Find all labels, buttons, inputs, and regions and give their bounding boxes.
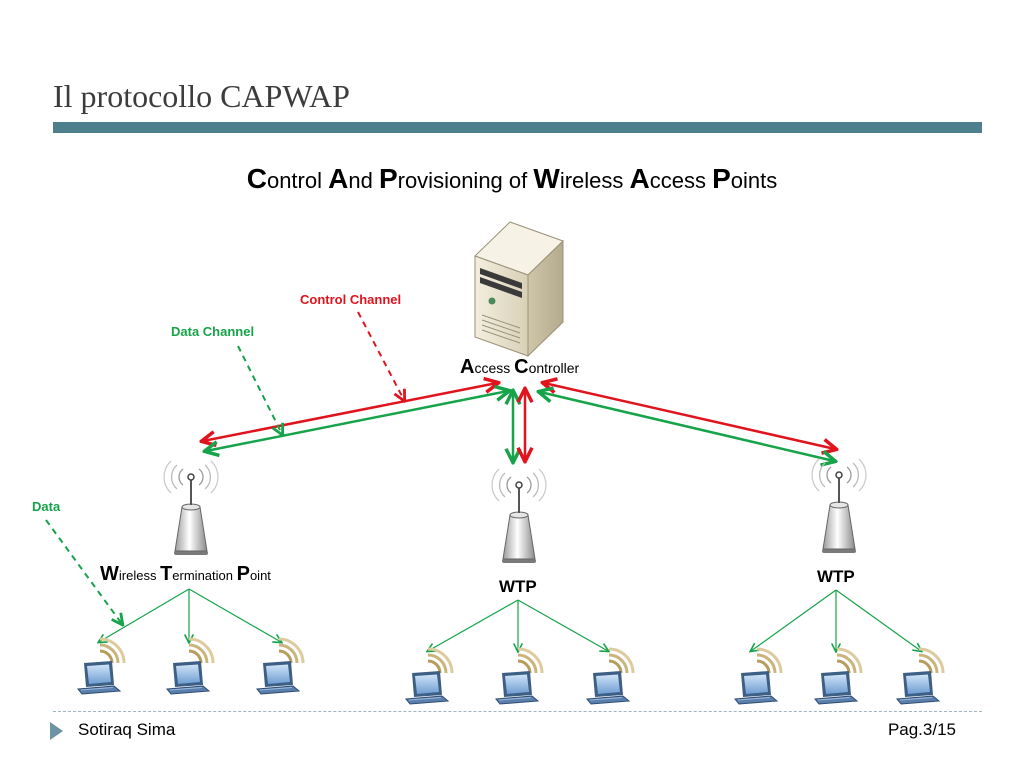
footer-author: Sotiraq Sima [78,720,176,739]
data-arrow-left [206,391,508,451]
laptop-icon [733,647,783,706]
access-controller-label: Access Controller [460,356,579,379]
subtitle-initial: C [246,163,267,194]
label-initial: C [514,356,529,378]
laptop-icon [76,637,126,696]
control-arrow-left [203,383,497,441]
laptop-icon [585,647,635,706]
subtitle-initial: P [712,163,731,194]
laptop-icon [165,637,215,696]
subtitle-initial: P [378,163,398,194]
server-icon [474,221,564,358]
access-point-icon [491,468,547,564]
label-rest: oint [249,568,271,583]
label-initial: A [460,356,475,378]
label-rest: ontroller [528,360,580,376]
page-number: Pag.3/15 [887,720,956,739]
client-links-right [751,589,921,651]
control-channel-label: Control Channel [300,292,402,307]
data-arrow-right [540,392,834,461]
wtp-full-label: Wireless Termination Point [100,563,271,586]
subtitle-initial: A [629,163,650,194]
laptop-icon [494,647,544,706]
control-arrow-right [544,383,835,449]
control-channel-pointer [357,311,404,400]
footer-arrow-icon [50,722,63,740]
client-links-middle [428,599,608,651]
subtitle: Control And Provisioning of Wireless Acc… [0,163,1024,195]
subtitle-initial: A [328,163,349,194]
label-rest: ccess [474,360,515,376]
laptop-icon [813,647,863,706]
laptop-icon [404,647,454,706]
title-rule [53,122,982,133]
laptop-icon [895,647,945,706]
data-channel-label: Data Channel [171,324,255,339]
access-point-icon [811,458,867,554]
wtp-label-right: WTP [817,567,855,586]
access-point-icon [163,460,219,556]
data-channel-pointer [237,345,282,434]
laptop-icon [255,637,305,696]
label-initial: W [100,563,119,585]
label-rest: ermination [172,568,237,583]
label-rest: ireless [118,568,161,583]
client-links-left [99,588,281,642]
footer-divider [53,711,982,712]
wtp-label-middle: WTP [499,577,537,596]
subtitle-rest: rovisioning of [397,168,534,193]
subtitle-rest: oints [730,168,778,193]
data-label: Data [32,499,61,514]
label-initial: P [236,563,250,585]
subtitle-rest: ontrol [266,168,329,193]
subtitle-rest: ccess [649,168,713,193]
subtitle-rest: nd [348,168,379,193]
label-initial: T [160,563,173,585]
subtitle-initial: W [533,163,560,194]
subtitle-rest: ireless [559,168,630,193]
slide-title: Il protocollo CAPWAP [53,78,350,114]
